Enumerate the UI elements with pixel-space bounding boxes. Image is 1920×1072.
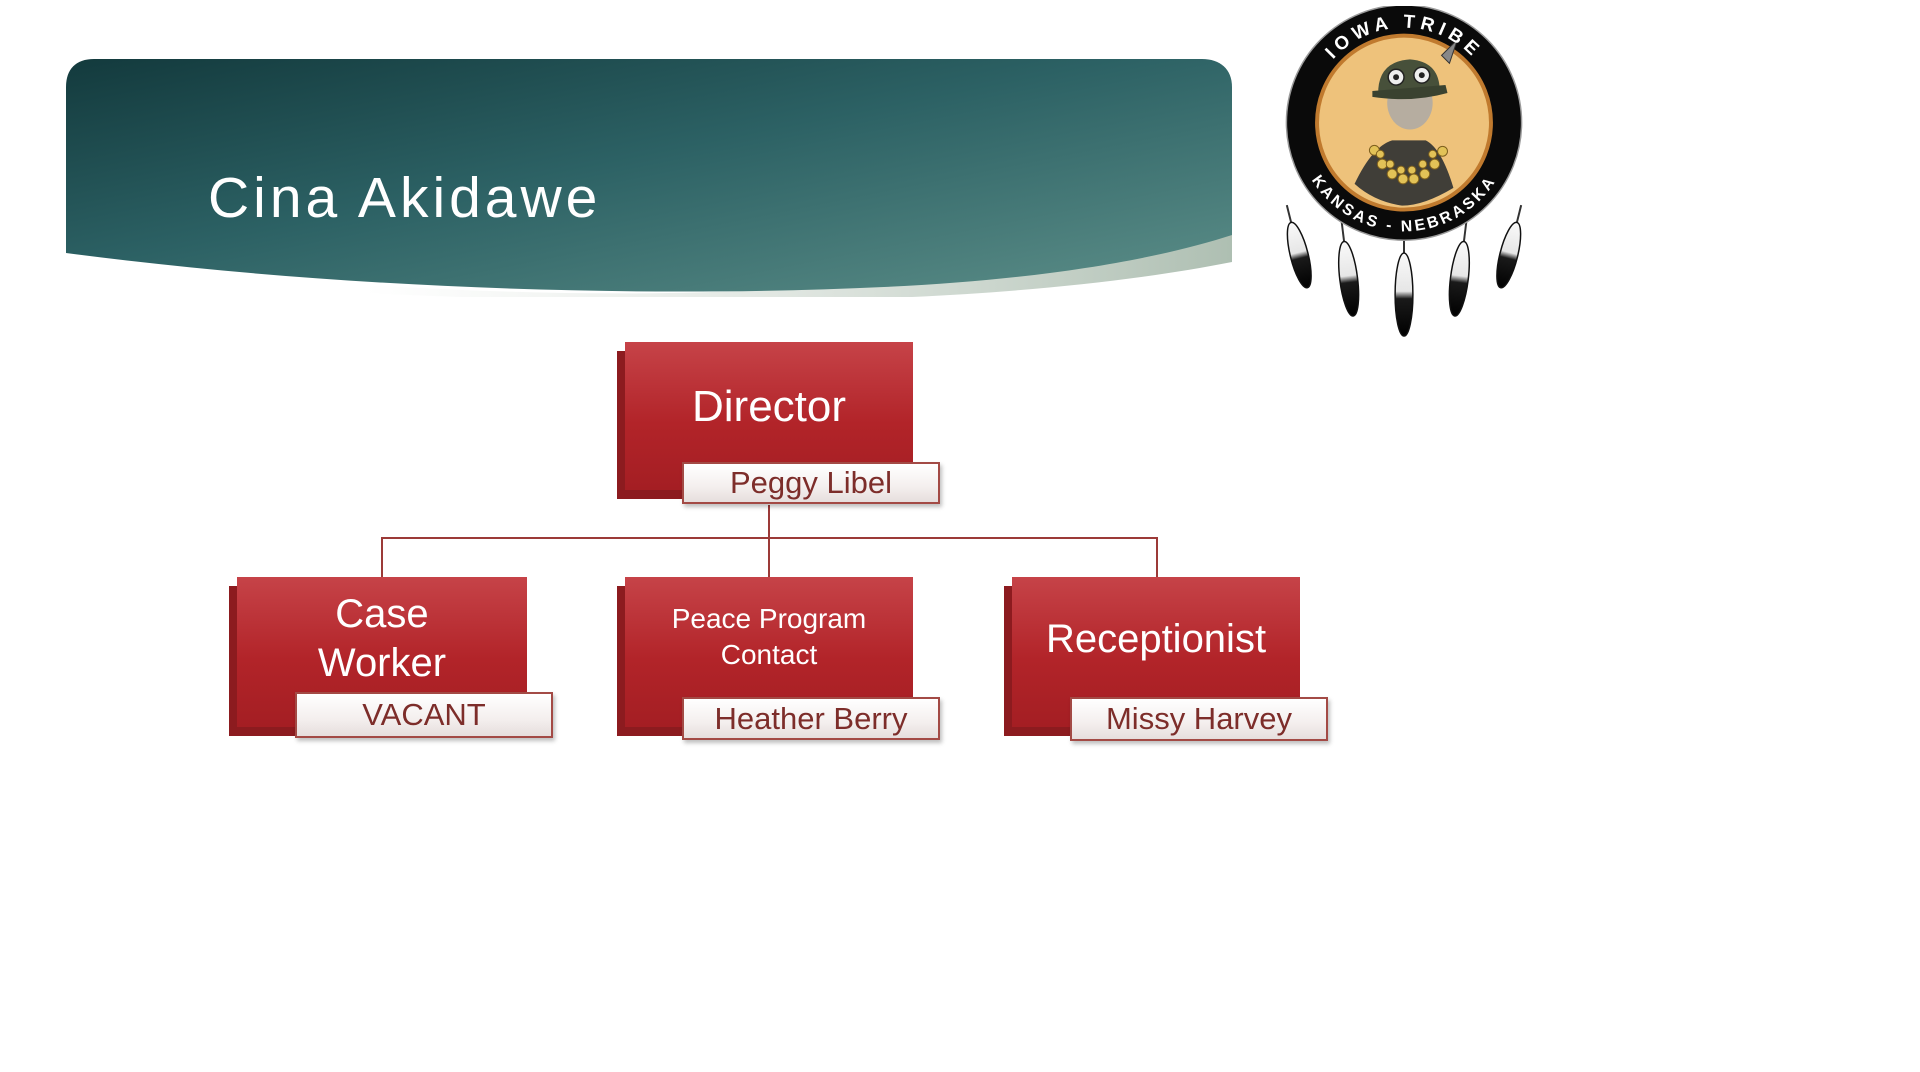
connector-left-drop: [381, 537, 383, 579]
org-node-role: Peace Program Contact: [671, 602, 867, 670]
org-node-name-plate: Heather Berry: [682, 697, 940, 740]
org-node-name: Heather Berry: [714, 700, 908, 736]
org-node-name: VACANT: [362, 697, 486, 732]
org-node-name-plate: Peggy Libel: [682, 462, 940, 504]
org-node-name: Missy Harvey: [1105, 701, 1292, 736]
org-node-name-plate: Missy Harvey: [1070, 697, 1328, 741]
title-banner: Cina Akidawe: [64, 57, 1232, 297]
org-node-name-plate: VACANT: [295, 692, 553, 738]
org-node-role: Director: [691, 382, 847, 431]
org-node-role: Case Worker: [317, 592, 447, 685]
slide-title: Cina Akidawe: [208, 166, 602, 230]
tribe-logo-graphic: IOWA TRIBE KANSAS - NEBRASKA: [1285, 4, 1523, 337]
org-node-role: Receptionist: [1045, 616, 1267, 661]
connector-middle-drop: [768, 537, 770, 579]
logo-chief-figure: [1354, 39, 1458, 206]
tribe-logo: IOWA TRIBE KANSAS - NEBRASKA: [1272, 4, 1536, 342]
banner-swoosh-graphic: [66, 59, 1232, 297]
connector-right-drop: [1156, 537, 1158, 579]
connector-root-stem: [768, 505, 770, 539]
org-node-name: Peggy Libel: [729, 465, 892, 500]
